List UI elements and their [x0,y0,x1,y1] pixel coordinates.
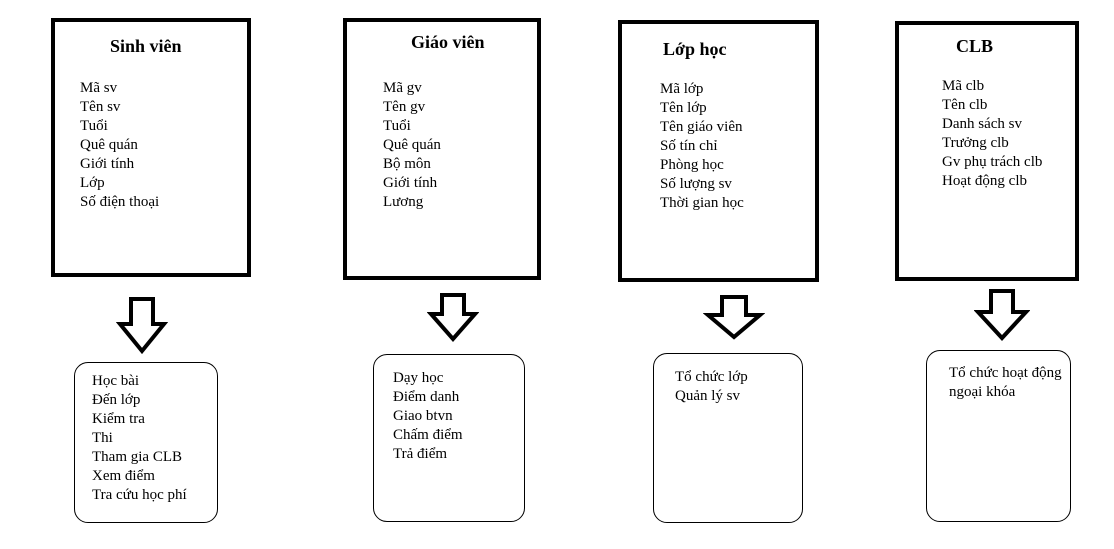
action-box-sinh-vien: Học bài Đến lớp Kiểm tra Thi Tham gia CL… [74,362,218,523]
attribute-item: Danh sách sv [942,116,1022,132]
attribute-item: Lương [383,194,424,210]
action-item: Quản lý sv [675,388,740,404]
attribute-item: Mã sv [80,80,118,96]
attribute-item: Tên lớp [660,100,707,116]
action-item: Trả điểm [393,446,448,462]
action-item: Tham gia CLB [92,449,182,465]
action-item: Đến lớp [92,392,141,408]
action-item: Tổ chức lớp [675,369,748,385]
attribute-item: Tên clb [942,97,988,113]
entity-box-clb: CLB Mã clb Tên clb Danh sách sv Trưởng c… [895,21,1079,281]
action-item: Giao btvn [393,408,453,424]
down-arrow-icon [703,295,765,340]
action-list: Học bài Đến lớp Kiểm tra Thi Tham gia CL… [92,372,187,505]
down-arrow-icon [974,289,1030,341]
attribute-item: Quê quán [80,137,138,153]
action-item: Dạy học [393,370,444,386]
attribute-item: Trưởng clb [942,135,1009,151]
attribute-item: Tên sv [80,99,121,115]
action-item: ngoại khóa [949,384,1016,400]
entity-title: Sinh viên [110,36,182,56]
attribute-item: Tên giáo viên [660,119,743,135]
attribute-item: Phòng học [660,157,724,173]
action-item: Kiểm tra [92,411,145,427]
action-box-lop-hoc: Tổ chức lớp Quản lý sv [653,353,803,523]
attribute-item: Tên gv [383,99,426,115]
down-arrow-icon [427,293,479,343]
attribute-list: Mã clb Tên clb Danh sách sv Trưởng clb G… [942,77,1042,191]
action-item: Chấm điểm [393,427,463,443]
attribute-item: Mã gv [383,80,422,96]
attribute-item: Gv phụ trách clb [942,154,1043,170]
attribute-list: Mã gv Tên gv Tuổi Quê quán Bộ môn Giới t… [383,79,441,212]
action-item: Điểm danh [393,389,460,405]
entity-title: Lớp học [663,39,727,59]
attribute-item: Hoạt động clb [942,173,1027,189]
attribute-item: Quê quán [383,137,441,153]
entity-box-sinh-vien: Sinh viên Mã sv Tên sv Tuổi Quê quán Giớ… [51,18,251,277]
action-list: Tổ chức lớp Quản lý sv [675,368,748,406]
attribute-item: Mã clb [942,78,985,94]
action-item: Xem điểm [92,468,155,484]
entity-box-lop-hoc: Lớp học Mã lớp Tên lớp Tên giáo viên Số … [618,20,819,282]
action-list: Tổ chức hoạt động ngoại khóa [949,364,1062,402]
attribute-item: Tuổi [80,118,108,134]
attribute-list: Mã sv Tên sv Tuổi Quê quán Giới tính Lớp… [80,79,159,212]
attribute-item: Số điện thoại [80,194,160,210]
entity-title: CLB [956,36,994,56]
attribute-item: Tuổi [383,118,411,134]
action-item: Học bài [92,373,140,389]
action-item: Tổ chức hoạt động [949,365,1062,381]
action-box-giao-vien: Dạy học Điểm danh Giao btvn Chấm điểm Tr… [373,354,525,522]
attribute-item: Giới tính [383,175,438,191]
attribute-item: Lớp [80,175,105,191]
entity-title: Giáo viên [411,32,485,52]
attribute-list: Mã lớp Tên lớp Tên giáo viên Số tín chỉ … [660,80,744,213]
action-item: Tra cứu học phí [92,487,187,503]
action-box-clb: Tổ chức hoạt động ngoại khóa [926,350,1071,522]
down-arrow-icon [116,297,168,355]
attribute-item: Số lượng sv [660,176,732,192]
attribute-item: Bộ môn [383,156,431,172]
attribute-item: Mã lớp [660,81,704,97]
attribute-item: Số tín chỉ [660,138,718,154]
action-list: Dạy học Điểm danh Giao btvn Chấm điểm Tr… [393,369,463,464]
action-item: Thi [92,430,113,446]
entity-box-giao-vien: Giáo viên Mã gv Tên gv Tuổi Quê quán Bộ … [343,18,541,280]
attribute-item: Thời gian học [660,195,744,211]
attribute-item: Giới tính [80,156,135,172]
